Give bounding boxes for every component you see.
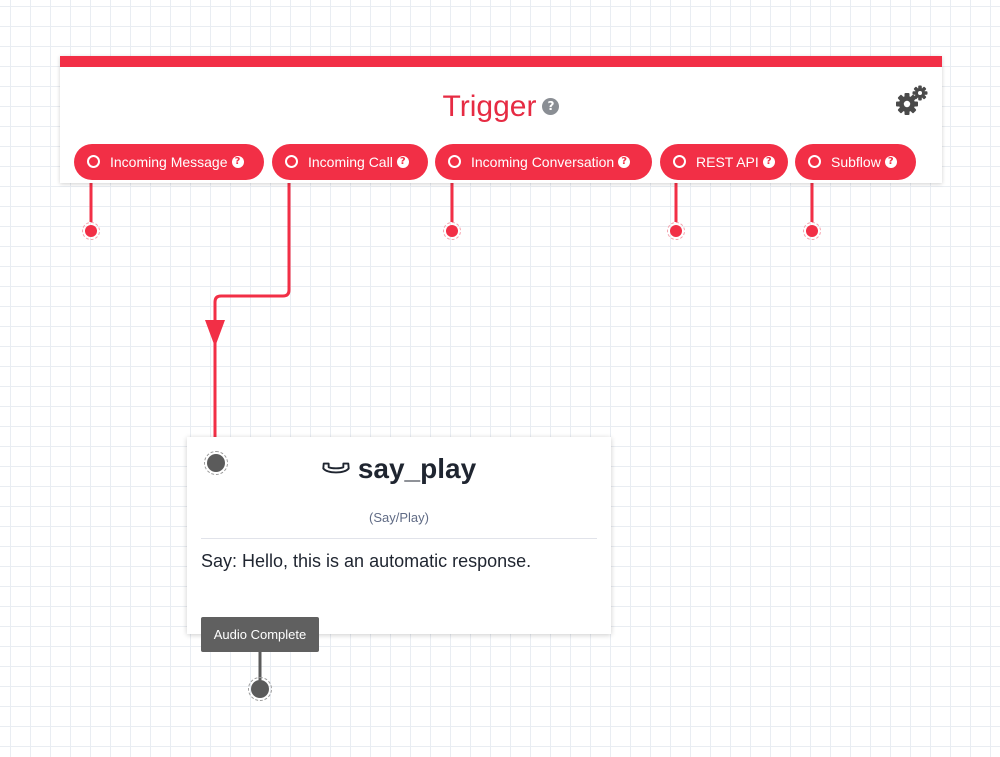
port-rest-api[interactable]: [667, 222, 685, 240]
widget-header: say_play: [187, 449, 611, 489]
radio-circle-icon: [808, 155, 821, 168]
radio-circle-icon: [673, 155, 686, 168]
port-incoming-conversation[interactable]: [443, 222, 461, 240]
say-play-widget[interactable]: say_play (Say/Play) Say: Hello, this is …: [187, 437, 611, 634]
port-audio-complete[interactable]: [248, 677, 272, 701]
pill-label: Incoming Conversation: [471, 154, 615, 170]
gears-icon[interactable]: [894, 85, 928, 117]
port-widget-input[interactable]: [204, 451, 228, 475]
pill-incoming-conversation[interactable]: Incoming Conversation?: [435, 144, 652, 180]
port-subflow[interactable]: [803, 222, 821, 240]
wire-arrowhead: [205, 320, 225, 347]
pill-label: Incoming Message: [110, 154, 228, 170]
help-icon[interactable]: ?: [396, 156, 409, 169]
port-incoming-message[interactable]: [82, 222, 100, 240]
help-icon[interactable]: ?: [762, 156, 775, 169]
help-icon[interactable]: ?: [231, 156, 244, 169]
radio-circle-icon: [448, 155, 461, 168]
widget-name: say_play: [357, 453, 477, 484]
pill-incoming-message[interactable]: Incoming Message?: [74, 144, 264, 180]
wire-incoming-call: [213, 180, 291, 452]
radio-circle-icon: [87, 155, 100, 168]
pill-rest-api[interactable]: REST API?: [660, 144, 788, 180]
widget-description: Say: Hello, this is an automatic respons…: [201, 551, 532, 571]
help-icon[interactable]: ?: [618, 156, 631, 169]
pill-label: Incoming Call: [308, 154, 393, 170]
trigger-widget[interactable]: Trigger? Incoming Message?: [60, 56, 942, 183]
radio-circle-icon: [285, 155, 298, 168]
trigger-title-row: Trigger?: [60, 89, 942, 125]
help-icon[interactable]: ?: [884, 156, 897, 169]
pill-label: REST API: [696, 154, 759, 170]
widget-divider: [201, 538, 597, 539]
trigger-help-icon[interactable]: ?: [542, 97, 560, 115]
pill-label: Subflow: [831, 154, 881, 170]
pill-incoming-call[interactable]: Incoming Call?: [272, 144, 428, 180]
widget-type: (Say/Play): [369, 510, 429, 525]
exit-audio-complete[interactable]: Audio Complete: [201, 617, 319, 652]
phone-icon: [322, 462, 350, 474]
pill-subflow[interactable]: Subflow?: [795, 144, 916, 180]
trigger-title: Trigger: [442, 90, 537, 123]
